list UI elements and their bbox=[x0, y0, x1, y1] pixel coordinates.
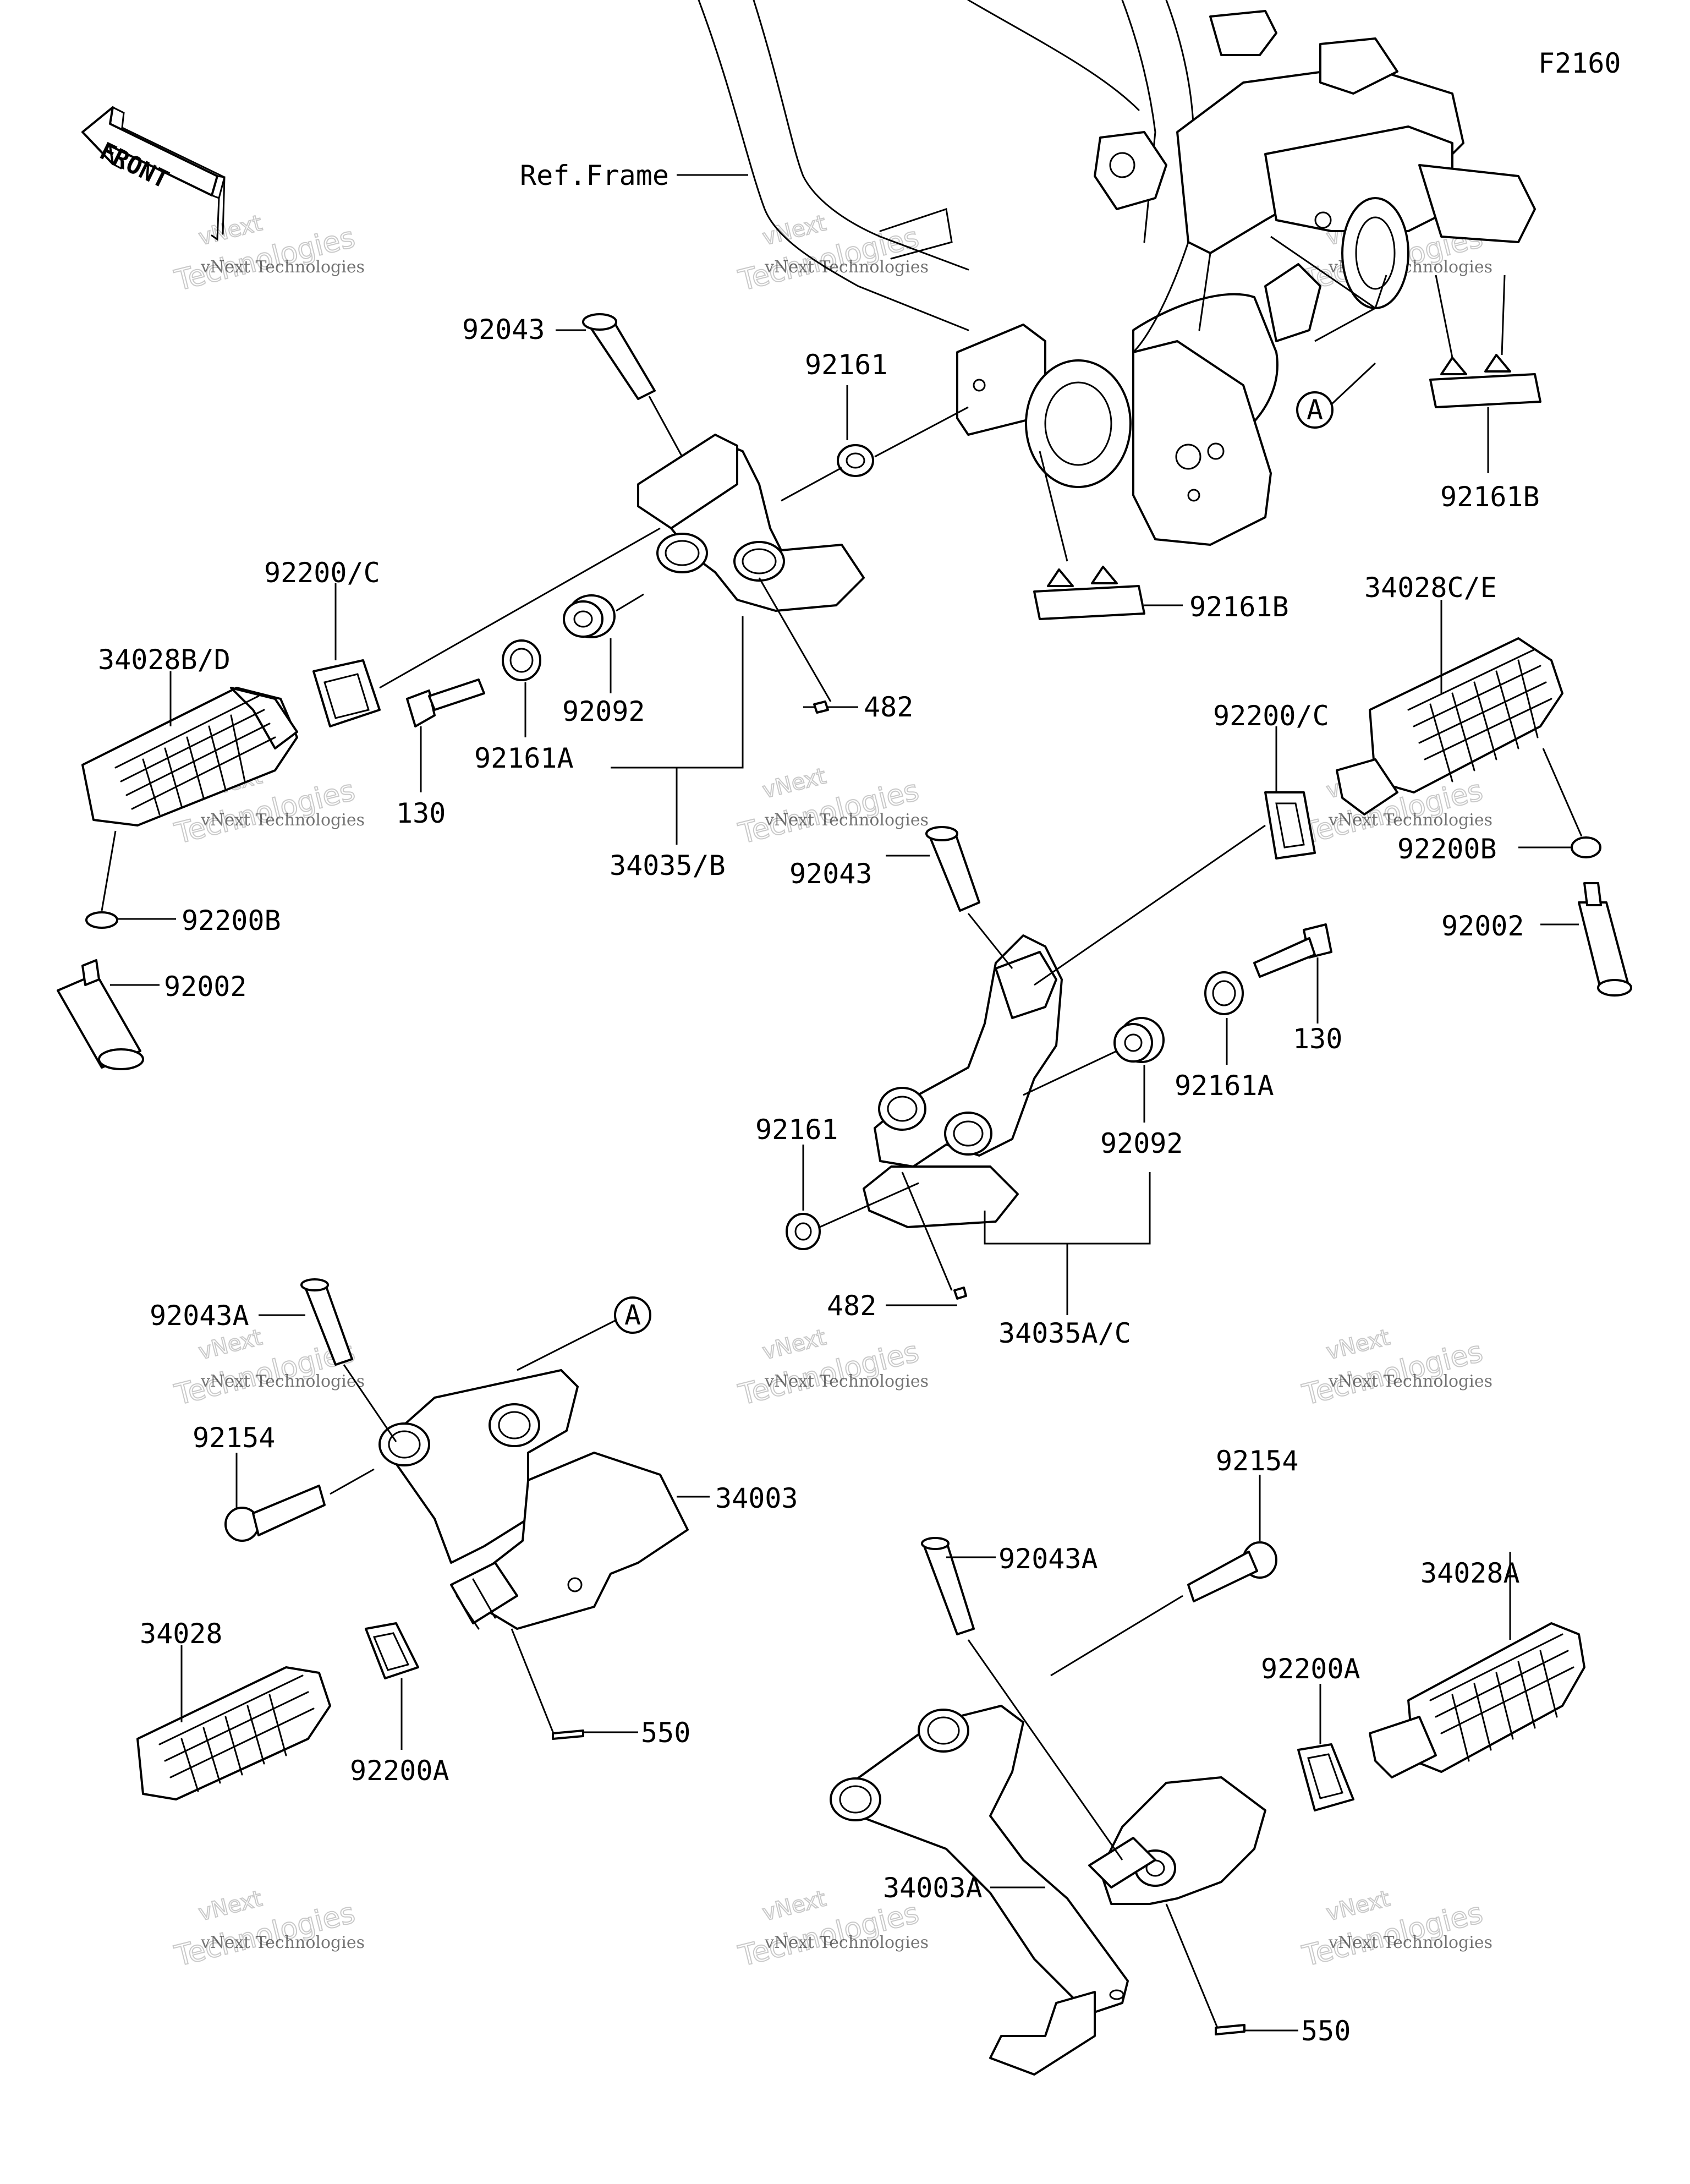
washer-92200c-right bbox=[1264, 791, 1316, 860]
bracket-34035-b bbox=[637, 434, 865, 612]
bracket-34003 bbox=[378, 1369, 689, 1630]
watermark-company: vNext Technologies bbox=[200, 1933, 365, 1952]
diagram-code: F2160 bbox=[1538, 47, 1621, 79]
label-130-upper: 130 bbox=[396, 797, 446, 829]
stud-92002-right bbox=[1578, 882, 1632, 997]
bracket-34003a bbox=[830, 1705, 1266, 2076]
washer-92200c-left bbox=[312, 659, 381, 727]
watermark-company: vNext Technologies bbox=[200, 811, 365, 830]
label-34028a: 34028A bbox=[1420, 1557, 1520, 1589]
label-92154-left: 92154 bbox=[193, 1422, 276, 1454]
label-550-right: 550 bbox=[1301, 2015, 1351, 2047]
washer-92200b-right bbox=[1571, 836, 1601, 858]
pin-92043-left bbox=[582, 313, 656, 400]
label-92200b-right: 92200B bbox=[1397, 833, 1497, 865]
watermark-company: vNext Technologies bbox=[200, 258, 365, 277]
stud-92002-left bbox=[57, 959, 144, 1070]
label-92161a-upper: 92161A bbox=[474, 742, 574, 774]
bushing-92092-left bbox=[563, 594, 616, 638]
watermark-company: vNext Technologies bbox=[1328, 1372, 1493, 1391]
label-34003a: 34003A bbox=[883, 1872, 983, 1904]
label-92043a-left: 92043A bbox=[150, 1300, 249, 1332]
watermark-company: vNext Technologies bbox=[764, 258, 929, 277]
label-92161a-right: 92161A bbox=[1175, 1070, 1274, 1102]
label-92200b-left: 92200B bbox=[182, 905, 281, 937]
label-34028: 34028 bbox=[140, 1618, 223, 1650]
label-92154-right: 92154 bbox=[1216, 1445, 1299, 1477]
footpeg-34028bd bbox=[81, 687, 298, 826]
clip-92161b-left bbox=[1033, 566, 1145, 620]
callout-a-top: A bbox=[1307, 394, 1323, 426]
label-92092-upper: 92092 bbox=[562, 696, 645, 727]
clip-92161b-right bbox=[1429, 354, 1541, 408]
watermark-company: vNext Technologies bbox=[1328, 1933, 1493, 1952]
washer-92161a-right bbox=[1204, 971, 1244, 1015]
label-92002-left: 92002 bbox=[164, 971, 247, 1003]
label-482-upper: 482 bbox=[864, 691, 913, 723]
washer-92161-left bbox=[837, 444, 874, 477]
label-92161b-right: 92161B bbox=[1440, 481, 1540, 513]
washer-92200b-left bbox=[85, 911, 118, 929]
watermark-company: vNext Technologies bbox=[200, 1372, 365, 1391]
bolt-130-left bbox=[406, 678, 485, 727]
watermark-company: vNext Technologies bbox=[764, 1933, 929, 1952]
label-92161b-left: 92161B bbox=[1189, 591, 1289, 623]
label-34028ce: 34028C/E bbox=[1364, 572, 1497, 604]
washer-92161-right bbox=[786, 1213, 821, 1250]
label-92043-right: 92043 bbox=[789, 858, 873, 890]
pin-92043a-left bbox=[300, 1278, 353, 1366]
label-92161-upper: 92161 bbox=[805, 349, 888, 381]
label-92200c-upper: 92200/C bbox=[264, 557, 380, 589]
washer-92161a-left bbox=[502, 639, 541, 681]
watermark-company: vNext Technologies bbox=[1328, 811, 1493, 830]
watermark-company: vNext Technologies bbox=[764, 811, 929, 830]
label-92200c-right: 92200/C bbox=[1213, 700, 1329, 732]
label-130-right: 130 bbox=[1293, 1023, 1342, 1055]
callout-a-bottom: A bbox=[624, 1299, 641, 1331]
bushing-92092-right bbox=[1113, 1017, 1165, 1063]
front-arrow-icon: FRONT bbox=[81, 106, 226, 241]
label-92200a-left: 92200A bbox=[350, 1755, 449, 1787]
footpeg-34028 bbox=[136, 1666, 331, 1800]
washer-92200a-left bbox=[365, 1622, 419, 1679]
label-92161-right: 92161 bbox=[755, 1114, 838, 1146]
footpeg-34028a bbox=[1369, 1622, 1585, 1778]
label-34035ac: 34035A/C bbox=[998, 1317, 1131, 1349]
washer-92200a-right bbox=[1297, 1743, 1354, 1811]
bolt-92154-right bbox=[1187, 1541, 1277, 1602]
label-482-right: 482 bbox=[827, 1290, 876, 1322]
bolt-130-right bbox=[1253, 923, 1332, 978]
label-92043-upper: 92043 bbox=[462, 314, 545, 346]
bracket-34035ac bbox=[863, 934, 1063, 1228]
label-92200a-right: 92200A bbox=[1261, 1653, 1360, 1685]
label-92092-right: 92092 bbox=[1100, 1127, 1183, 1159]
label-550-left: 550 bbox=[641, 1717, 690, 1749]
label-34035b: 34035/B bbox=[610, 850, 726, 882]
bolt-92154-left bbox=[224, 1485, 326, 1542]
pin-92043-right bbox=[925, 826, 980, 912]
label-92002-right: 92002 bbox=[1441, 910, 1524, 942]
watermark-company: vNext Technologies bbox=[764, 1372, 929, 1391]
label-34003: 34003 bbox=[715, 1482, 798, 1514]
label-34028bd: 34028B/D bbox=[98, 644, 231, 676]
ref-frame-label: Ref.Frame bbox=[520, 160, 669, 191]
footpeg-34028ce bbox=[1336, 637, 1563, 815]
label-92043a-right: 92043A bbox=[998, 1543, 1098, 1575]
pin-92043a-right bbox=[921, 1537, 975, 1635]
